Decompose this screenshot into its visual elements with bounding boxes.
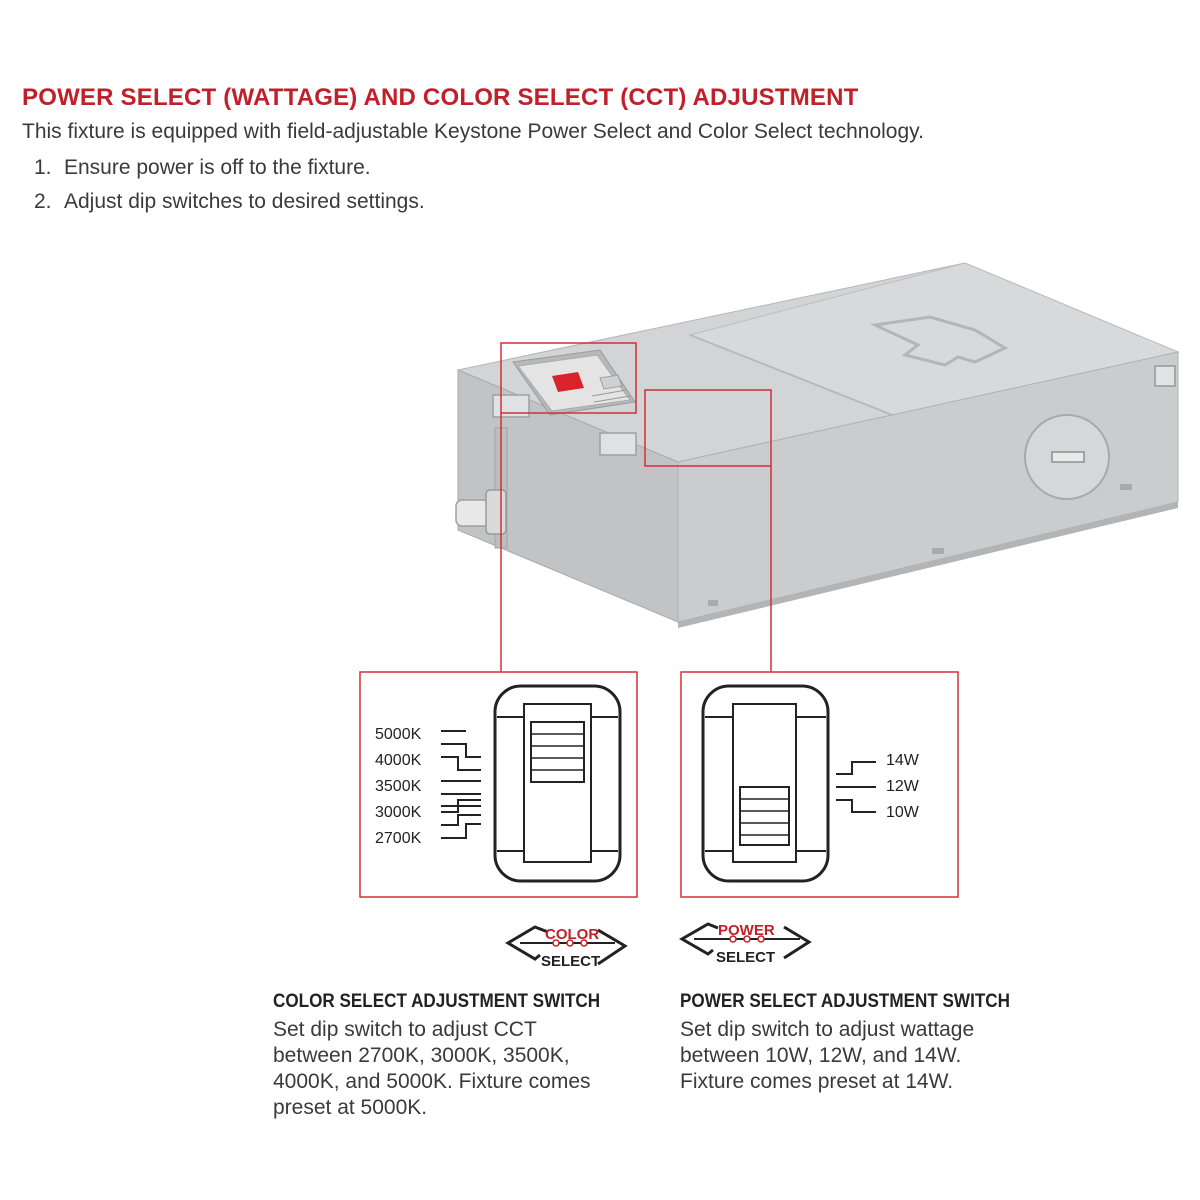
driver-box-illustration xyxy=(455,262,1180,628)
instruction-steps: 1. Ensure power is off to the fixture. 2.… xyxy=(34,155,425,223)
color-select-logo: COLOR SELECT xyxy=(505,925,628,970)
power-caption-body: Set dip switch to adjust wattage between… xyxy=(680,1018,975,1093)
color-caption-title: COLOR SELECT ADJUSTMENT SWITCH xyxy=(273,991,601,1012)
power-select-logo: POWER SELECT xyxy=(678,922,812,966)
cct-label-3500k: 3500K xyxy=(375,778,422,795)
color-select-labels: 5000K 4000K 3500K 3000K 2700K xyxy=(375,726,422,847)
callout-lines xyxy=(359,342,959,898)
cct-label-5000k: 5000K xyxy=(375,726,422,743)
cct-label-2700k: 2700K xyxy=(375,830,422,847)
step-number: 2. xyxy=(34,190,52,213)
intro-text: This fixture is equipped with field-adju… xyxy=(22,120,924,143)
cct-label-4000k: 4000K xyxy=(375,752,422,769)
watt-label-12w: 12W xyxy=(886,778,920,795)
cct-label-3000k: 3000K xyxy=(375,804,422,821)
power-logo-top: POWER xyxy=(718,922,775,939)
watt-label-14w: 14W xyxy=(886,752,920,769)
power-select-switch xyxy=(701,684,876,883)
power-caption-title: POWER SELECT ADJUSTMENT SWITCH xyxy=(680,991,1010,1012)
watt-label-10w: 10W xyxy=(886,804,920,821)
step-text: Ensure power is off to the fixture. xyxy=(64,156,371,179)
color-caption-body: Set dip switch to adjust CCT between 270… xyxy=(273,1018,591,1119)
color-logo-top: COLOR xyxy=(545,926,599,943)
step-item: 1. Ensure power is off to the fixture. xyxy=(34,155,425,180)
step-text: Adjust dip switches to desired settings. xyxy=(64,190,425,213)
step-item: 2. Adjust dip switches to desired setting… xyxy=(34,189,425,214)
page-title: POWER SELECT (WATTAGE) AND COLOR SELECT … xyxy=(22,84,859,111)
color-logo-bottom: SELECT xyxy=(541,953,600,970)
power-select-labels: 14W 12W 10W xyxy=(886,752,920,821)
color-select-switch xyxy=(441,684,622,883)
step-number: 1. xyxy=(34,156,52,179)
power-logo-bottom: SELECT xyxy=(716,949,775,966)
